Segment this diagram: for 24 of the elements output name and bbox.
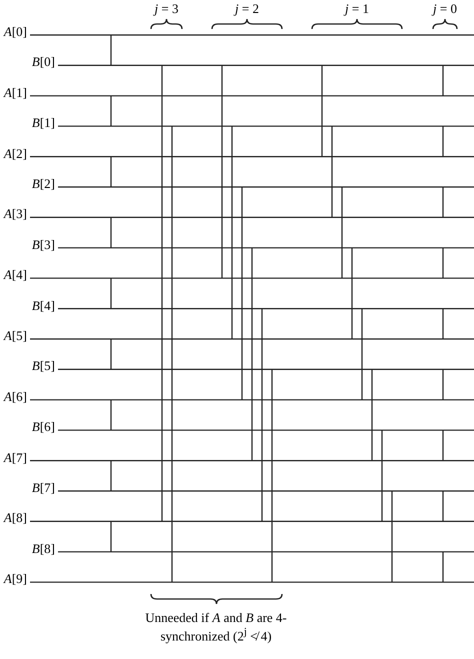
wire-label: A[8] [4,511,27,526]
stage-label: j = 0 [433,2,457,16]
note-text: Unneeded if A and B are 4-synchronized (2$^{j}$ ≮ 4) [144,611,288,644]
wire-label: A[4] [4,268,27,282]
wire-label: B[7] [32,481,55,495]
wire-label: A[2] [4,146,27,161]
wire-label: B[8] [32,542,55,556]
wire-label: A[5] [4,329,27,343]
wire-label: A[1] [4,86,27,100]
wire-label: B[1] [32,116,55,130]
wire-label: A[3] [4,207,27,222]
wire-label: B[3] [32,238,55,252]
wire-label: B[0] [32,55,55,70]
wire-label: A[6] [4,390,27,404]
wire-label: A[9] [4,572,27,586]
stage-label: j = 3 [154,2,178,16]
stage-label: j = 2 [235,2,259,16]
wire-label: B[4] [32,298,55,313]
stage-label: j = 1 [345,2,369,16]
wire-label: A[0] [4,25,27,39]
wire-label: B[2] [32,177,55,191]
wire-label: B[5] [32,359,55,374]
wire-label: B[6] [32,420,55,434]
wire-label: A[7] [4,450,27,465]
